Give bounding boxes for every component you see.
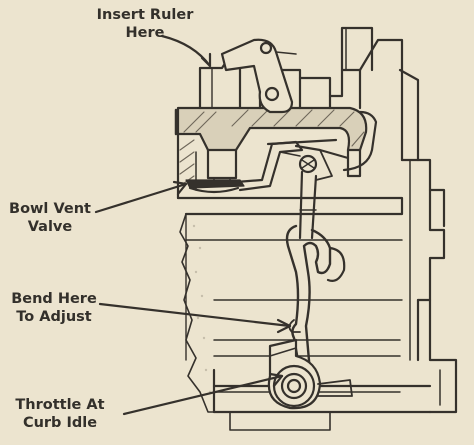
pump-rod — [298, 170, 318, 240]
label-bend-here-line1: Bend Here — [11, 291, 97, 307]
label-bowl-vent-line2: Valve — [27, 219, 73, 235]
label-insert-ruler: Insert Ruler Here — [90, 6, 200, 42]
label-throttle-line1: Throttle At — [15, 397, 105, 413]
label-bowl-vent-line1: Bowl Vent — [9, 201, 91, 217]
label-insert-ruler-line1: Insert Ruler — [96, 7, 194, 23]
label-insert-ruler-line2: Here — [125, 25, 165, 41]
leader-arrows — [94, 34, 292, 416]
label-bowl-vent-valve: Bowl Vent Valve — [6, 200, 94, 236]
label-throttle-line2: Curb Idle — [22, 415, 98, 431]
vent-valve-linkage — [185, 110, 378, 194]
fast-idle-lever — [220, 38, 297, 114]
label-bend-here-line2: To Adjust — [16, 309, 92, 325]
throttle-lever — [267, 338, 353, 410]
carburetor-body-right — [340, 26, 458, 414]
label-bend-here: Bend Here To Adjust — [6, 290, 102, 326]
label-throttle-curb-idle: Throttle At Curb Idle — [4, 396, 116, 432]
